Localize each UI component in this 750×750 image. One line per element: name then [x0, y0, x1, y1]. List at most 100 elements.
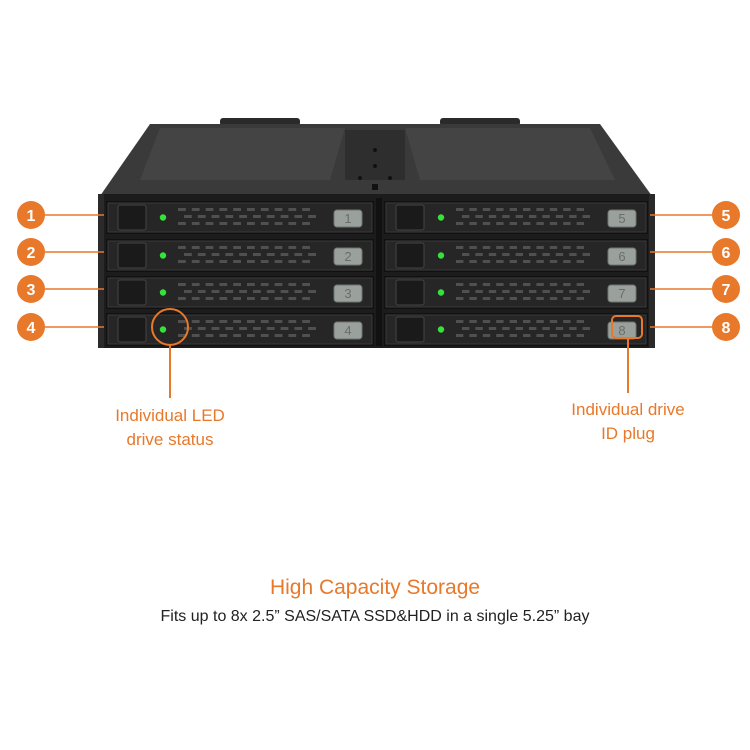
vent-slot — [456, 297, 464, 300]
vent-slot — [576, 208, 584, 211]
vent-slot — [488, 253, 497, 256]
drive-id-plug: 6 — [607, 247, 637, 266]
vent-slot — [496, 208, 504, 211]
vent-slot — [469, 320, 477, 323]
vent-slot — [266, 215, 275, 218]
vent-slot — [529, 290, 537, 293]
status-led-icon — [437, 252, 445, 259]
vent-slot — [523, 260, 531, 263]
callout-2: 2 — [17, 238, 104, 266]
vent-slot — [482, 260, 491, 263]
status-led-icon — [437, 214, 445, 221]
vent-slot — [225, 253, 234, 256]
drive-id-label: 5 — [618, 211, 625, 226]
callout-number: 5 — [722, 208, 731, 225]
vent-slot — [274, 260, 283, 263]
vent-slot — [302, 246, 310, 249]
vent-slot — [475, 327, 483, 330]
vent-slot — [482, 222, 491, 225]
status-led-icon — [159, 289, 167, 296]
vent-slot — [219, 222, 228, 225]
vent-slot — [288, 320, 297, 323]
callout-badge — [17, 201, 45, 229]
vent-slot — [274, 334, 283, 337]
vent-slot — [515, 327, 523, 330]
vent-slot — [549, 320, 558, 323]
vent-slot — [302, 260, 310, 263]
drive-id-label: 8 — [618, 323, 625, 338]
vent-slot — [456, 334, 464, 337]
latch-handle — [395, 242, 425, 269]
vent-slot — [496, 260, 504, 263]
vent-slot — [496, 283, 504, 286]
drive-id-plug: 2 — [333, 247, 363, 266]
vent-slot — [219, 334, 228, 337]
vent-slot — [302, 222, 310, 225]
vent-slot — [253, 290, 261, 293]
callout-6: 6 — [650, 238, 740, 266]
vent-slot — [211, 253, 220, 256]
vent-slot — [496, 222, 504, 225]
vent-slot — [253, 253, 261, 256]
callout-number: 4 — [27, 320, 36, 337]
drive-id-label: 2 — [344, 249, 351, 264]
callout-1: 1 — [17, 201, 104, 229]
vent-slot — [239, 290, 247, 293]
vent-slot — [529, 253, 537, 256]
callout-number: 2 — [27, 245, 36, 262]
vent-slot — [536, 283, 544, 286]
led-annotation-line1: Individual LED — [115, 406, 225, 425]
vent-slot — [482, 208, 491, 211]
vent-slot — [502, 327, 510, 330]
vent-slot — [509, 260, 517, 263]
vent-slot — [205, 222, 214, 225]
vent-slot — [225, 215, 234, 218]
vent-slot — [462, 327, 470, 330]
vent-slot — [219, 260, 228, 263]
callout-number: 3 — [27, 282, 36, 299]
drive-tray-4: 4 — [106, 313, 374, 346]
vent-slot — [462, 290, 470, 293]
vent-slot — [233, 260, 241, 263]
vent-slot — [529, 327, 537, 330]
vent-slot — [576, 334, 584, 337]
vent-slot — [280, 327, 289, 330]
vent-slot — [469, 208, 477, 211]
drive-tray-5: 5 — [384, 201, 648, 234]
vent-slot — [536, 208, 544, 211]
vent-slot — [576, 246, 584, 249]
vent-slot — [509, 320, 517, 323]
vent-slot — [191, 297, 200, 300]
callout-badge — [17, 238, 45, 266]
vent-slot — [469, 297, 477, 300]
vent-slot — [233, 297, 241, 300]
vent-slot — [469, 283, 477, 286]
callout-number: 6 — [722, 245, 731, 262]
vent-slot — [288, 260, 297, 263]
vent-slot — [509, 283, 517, 286]
vent-slot — [219, 246, 228, 249]
vent-slot — [509, 334, 517, 337]
vent-slot — [456, 320, 464, 323]
headline: High Capacity Storage — [269, 576, 481, 599]
latch-handle — [117, 242, 147, 269]
vent-slot — [288, 283, 297, 286]
vent-slot — [219, 320, 228, 323]
vent-slot — [233, 246, 241, 249]
vent-slot — [205, 246, 214, 249]
vent-slot — [456, 260, 464, 263]
vent-slot — [582, 253, 590, 256]
vent-slot — [555, 290, 564, 293]
vent-slot — [247, 222, 255, 225]
vent-slot — [294, 253, 303, 256]
vent-slot — [582, 290, 590, 293]
vent-slot — [191, 283, 200, 286]
vent-slot — [191, 222, 200, 225]
vent-slot — [469, 246, 477, 249]
vent-slot — [205, 320, 214, 323]
vent-slot — [266, 327, 275, 330]
vent-slot — [549, 246, 558, 249]
vent-slot — [576, 297, 584, 300]
vent-slot — [247, 283, 255, 286]
